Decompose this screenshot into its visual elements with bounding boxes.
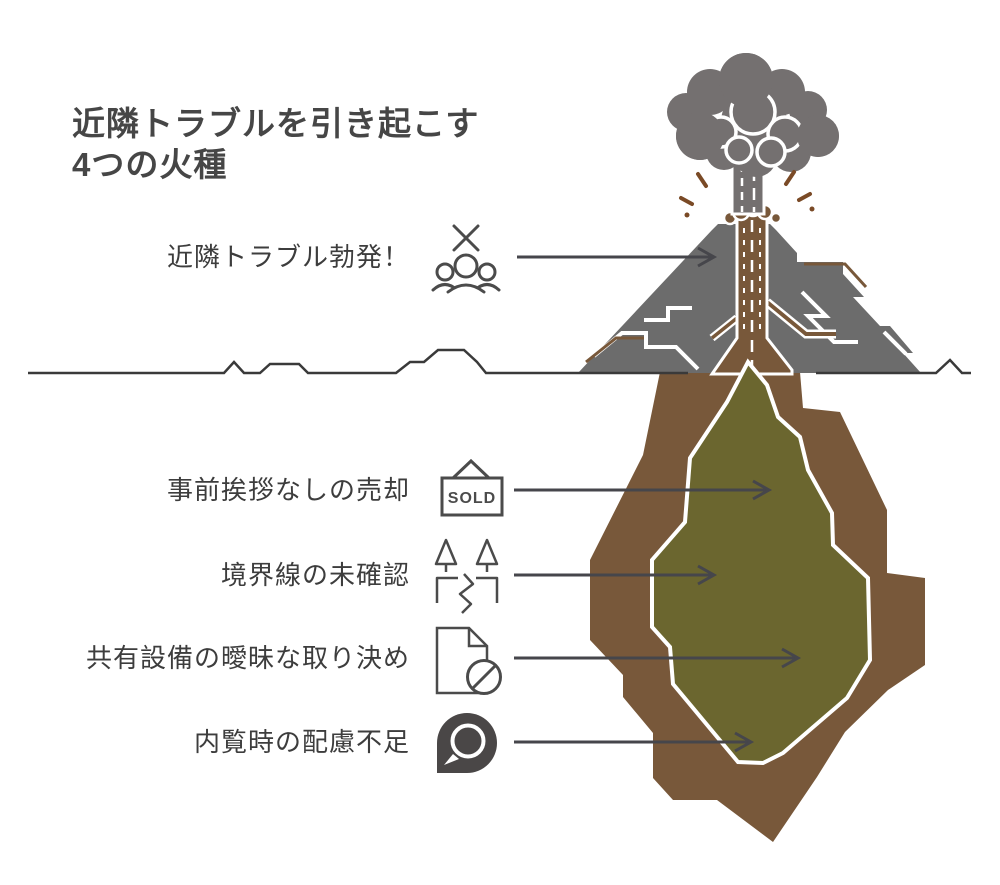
smoke-cloud <box>667 53 839 177</box>
callout-arrow-2 <box>514 479 773 501</box>
page-title: 近隣トラブルを引き起こす 4つの火種 <box>72 103 479 185</box>
callout-label-eruption: 近隣トラブル勃発！ <box>166 242 410 272</box>
mountain-crack-accents <box>585 262 868 364</box>
people-x-icon <box>431 224 501 294</box>
callout-label-sale-without-greeting: 事前挨拶なしの売却 <box>166 475 410 505</box>
page-title-line-2: 4つの火種 <box>72 146 228 183</box>
boundary-stakes-icon <box>434 538 499 614</box>
page-title-line-1: 近隣トラブルを引き起こす <box>72 105 480 142</box>
callout-label-viewing-consideration: 内覧時の配慮不足 <box>193 727 410 757</box>
callout-arrow-1 <box>517 246 718 268</box>
callout-arrow-4 <box>514 647 802 669</box>
callout-arrow-5 <box>514 731 755 753</box>
magma-pocket <box>650 358 873 766</box>
mountain-cracks <box>592 290 908 371</box>
callout-arrow-3 <box>514 564 718 586</box>
magma-channel <box>709 210 836 376</box>
callout-label-unconfirmed-boundary: 境界線の未確認 <box>220 560 410 590</box>
callout-label-shared-facilities: 共有設備の曖昧な取り決め <box>85 643 410 673</box>
lava-splashes <box>679 170 815 218</box>
speech-bubble-icon <box>437 713 497 773</box>
sold-sign-icon: SOLD <box>440 458 504 517</box>
document-prohibited-icon <box>435 626 502 695</box>
sold-sign-label: SOLD <box>448 490 496 507</box>
ground-line <box>28 348 971 375</box>
